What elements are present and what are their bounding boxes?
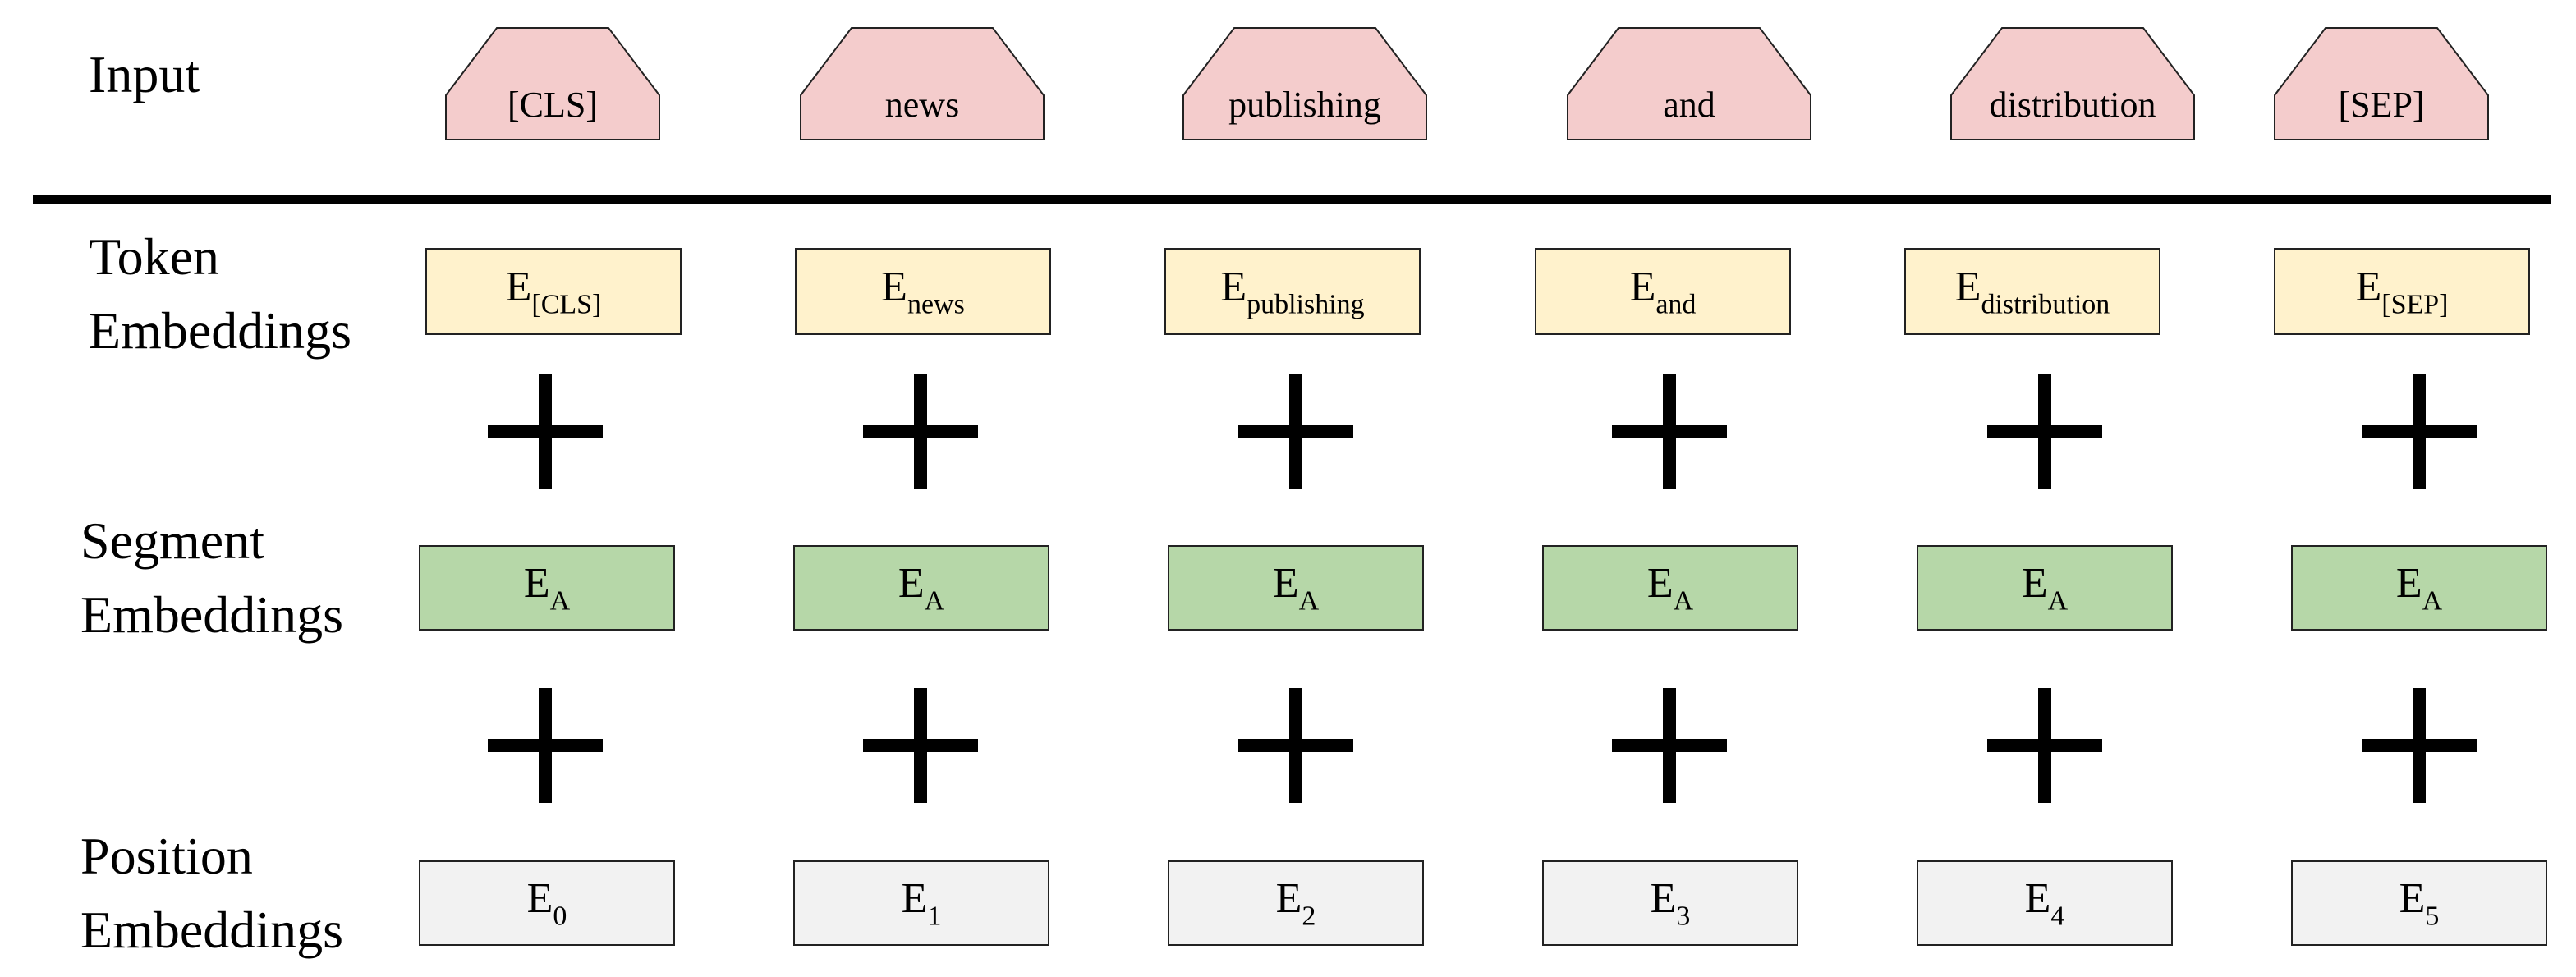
position-embeddings-label: Position Embeddings [80, 819, 343, 967]
token-embedding-base: E[SEP] [2355, 263, 2449, 320]
token-embedding-3: Eand [1535, 248, 1791, 335]
input-row-label: Input [89, 38, 200, 112]
input-token-1: news [799, 26, 1045, 141]
token-embedding-subscript: and [1655, 289, 1697, 320]
token-embedding-2: Epublishing [1164, 248, 1421, 335]
position-embedding-subscript: 2 [1302, 901, 1316, 932]
token-embedding-4: Edistribution [1904, 248, 2160, 335]
segment-embedding-base: EA [1646, 559, 1694, 617]
input-label-text: Input [89, 45, 200, 103]
position-embedding-subscript: 4 [2050, 901, 2065, 932]
token-embedding-base: E[CLS] [505, 263, 602, 320]
plus-icon [1987, 374, 2102, 489]
token-embeddings-label: Token Embeddings [89, 220, 351, 368]
position-embedding-base: E5 [2399, 874, 2440, 932]
token-embedding-subscript: [CLS] [531, 289, 602, 320]
segment-embedding-2: EA [1168, 545, 1424, 631]
input-token-shape [1567, 27, 1811, 140]
segment-embedding-base: EA [1272, 559, 1320, 617]
position-embedding-subscript: 5 [2425, 901, 2440, 932]
position-embedding-base: E0 [526, 874, 567, 932]
segment-embeddings-label: Segment Embeddings [80, 504, 343, 652]
segment-embedding-subscript: A [1298, 585, 1320, 617]
input-token-0: [CLS] [444, 26, 661, 141]
position-embedding-4: E4 [1917, 860, 2173, 946]
segment-embedding-4: EA [1917, 545, 2173, 631]
segment-embedding-0: EA [419, 545, 675, 631]
token-embedding-subscript: [SEP] [2381, 289, 2449, 320]
input-token-shape [1182, 27, 1427, 140]
position-embedding-base: E2 [1275, 874, 1316, 932]
token-embedding-subscript: publishing [1247, 289, 1365, 320]
position-embedding-3: E3 [1542, 860, 1798, 946]
position-label-line1: Position [80, 827, 253, 885]
input-token-label: [SEP] [2338, 85, 2425, 125]
divider-line [33, 195, 2551, 204]
plus-icon [1612, 688, 1727, 808]
segment-embedding-1: EA [793, 545, 1049, 631]
plus-icon [863, 374, 978, 489]
position-embedding-base: E3 [1650, 874, 1691, 932]
token-embedding-5: E[SEP] [2274, 248, 2530, 335]
token-label-line2: Embeddings [89, 301, 351, 360]
input-token-label: publishing [1228, 85, 1381, 125]
token-embedding-base: Edistribution [1954, 263, 2110, 320]
segment-label-line1: Segment [80, 511, 264, 570]
plus-icon [2362, 688, 2477, 808]
plus-icon [1238, 374, 1353, 489]
input-token-label: news [884, 85, 960, 125]
segment-embedding-base: EA [2021, 559, 2069, 617]
segment-embedding-base: EA [2395, 559, 2443, 617]
position-embedding-subscript: 0 [553, 901, 567, 932]
input-token-label: distribution [1989, 85, 2156, 125]
position-embedding-base: E4 [2024, 874, 2065, 932]
segment-embedding-subscript: A [924, 585, 945, 617]
token-embedding-base: Eand [1629, 263, 1697, 320]
position-embedding-1: E1 [793, 860, 1049, 946]
segment-embedding-subscript: A [549, 585, 571, 617]
segment-embedding-3: EA [1542, 545, 1798, 631]
segment-embedding-subscript: A [2047, 585, 2069, 617]
input-token-shape [2274, 27, 2489, 140]
input-token-shape [445, 27, 660, 140]
token-label-line1: Token [89, 227, 220, 286]
position-embedding-subscript: 3 [1676, 901, 1691, 932]
input-token-2: publishing [1182, 26, 1428, 141]
segment-embedding-base: EA [523, 559, 571, 617]
token-embedding-subscript: distribution [1981, 289, 2110, 320]
plus-icon [1238, 688, 1353, 808]
input-token-label: and [1663, 85, 1715, 125]
input-token-label: [CLS] [507, 85, 598, 125]
input-token-3: and [1566, 26, 1812, 141]
position-embedding-5: E5 [2291, 860, 2547, 946]
plus-icon [488, 688, 603, 808]
segment-label-line2: Embeddings [80, 585, 343, 644]
segment-embedding-5: EA [2291, 545, 2547, 631]
plus-icon [1987, 688, 2102, 808]
token-embedding-1: Enews [795, 248, 1051, 335]
segment-embedding-base: EA [898, 559, 945, 617]
token-embedding-base: Epublishing [1220, 263, 1365, 320]
position-embedding-2: E2 [1168, 860, 1424, 946]
position-label-line2: Embeddings [80, 901, 343, 959]
position-embedding-base: E1 [901, 874, 942, 932]
segment-embedding-subscript: A [1673, 585, 1694, 617]
token-embedding-subscript: news [907, 289, 965, 320]
plus-icon [2362, 374, 2477, 489]
position-embedding-subscript: 1 [927, 901, 942, 932]
token-embedding-0: E[CLS] [425, 248, 682, 335]
input-token-shape [800, 27, 1045, 140]
segment-embedding-subscript: A [2422, 585, 2443, 617]
input-token-4: distribution [1949, 26, 2196, 141]
input-token-shape [1950, 27, 2195, 140]
plus-icon [1612, 374, 1727, 489]
position-embedding-0: E0 [419, 860, 675, 946]
plus-icon [488, 374, 603, 489]
token-embedding-base: Enews [881, 263, 965, 320]
input-token-5: [SEP] [2273, 26, 2490, 141]
plus-icon [863, 688, 978, 808]
